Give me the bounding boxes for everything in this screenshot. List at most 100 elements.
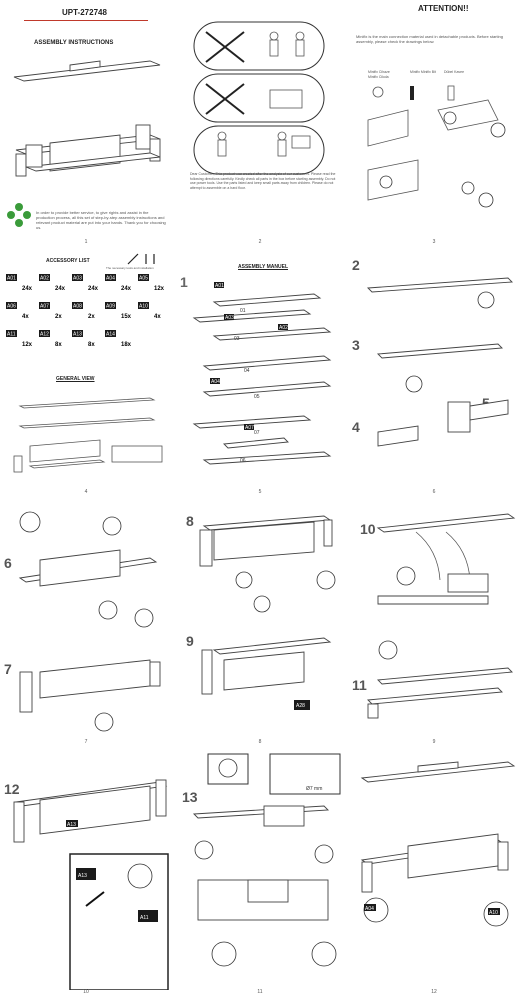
step-number: 5 xyxy=(482,395,490,411)
page-4: The necessary tools and installation ACC… xyxy=(0,250,172,498)
part-label-2: Minifix Minifix Bit xyxy=(410,70,436,74)
svg-text:01: 01 xyxy=(240,308,246,314)
step-13-drawing: Ø7 mm 13 xyxy=(182,753,341,967)
step-number: 1 xyxy=(180,274,188,290)
attention-title: ATTENTION!! xyxy=(418,4,469,13)
accessory-tag xyxy=(138,274,149,281)
accessory-id: A10 xyxy=(139,304,148,310)
accessory-list-title: ACCESSORY LIST xyxy=(46,258,90,264)
accessory-id: A09 xyxy=(106,304,115,310)
page-5: ASSEMBLY MANUEL 1 A01 A03 A02 A04 A07 01… xyxy=(174,250,346,498)
assembly-title: ASSEMBLY INSTRUCTIONS xyxy=(34,40,114,46)
accessory-id: A07 xyxy=(40,304,49,310)
page-number: 10 xyxy=(83,989,89,995)
accessory-id: A02 xyxy=(40,276,49,282)
page-6: 2 3 4 5 6 xyxy=(348,250,520,498)
svg-text:A03: A03 xyxy=(225,315,234,321)
steps-2-5-drawing: 2 3 4 5 xyxy=(352,257,514,447)
accessory-quantity: 24x xyxy=(88,286,99,292)
accessory-tag xyxy=(72,302,83,309)
svg-text:A28: A28 xyxy=(296,703,305,709)
general-view-drawing xyxy=(13,397,163,473)
warning-illustrations xyxy=(193,21,325,175)
step-1-exploded-view: A01 A03 A02 A04 A07 01 03 04 05 07 06 xyxy=(192,282,332,465)
step-number: 9 xyxy=(186,633,194,649)
svg-text:A02: A02 xyxy=(279,325,288,331)
page-number: 11 xyxy=(257,989,263,995)
page-7: 6 7 7 xyxy=(0,500,172,748)
step-number: 13 xyxy=(182,789,198,805)
minifix-diagram xyxy=(367,85,506,208)
step-number: 6 xyxy=(4,555,12,571)
step-number: 4 xyxy=(352,419,360,435)
svg-text:06: 06 xyxy=(240,458,246,464)
accessory-quantity: 4x xyxy=(22,314,29,320)
steps-8-9-drawing: 8 9 A28 xyxy=(186,513,336,710)
accessory-tag xyxy=(138,302,149,309)
accessory-id: A03 xyxy=(73,276,82,282)
step-number: 11 xyxy=(352,677,367,693)
svg-text:A13: A13 xyxy=(78,873,87,879)
product-code: UPT-272748 xyxy=(62,8,107,17)
svg-text:A04: A04 xyxy=(211,379,220,385)
accessory-id: A08 xyxy=(73,304,82,310)
page-11: Ø7 mm 13 11 xyxy=(174,750,346,998)
accessory-quantity: 12x xyxy=(154,286,165,292)
page-9: 10 11 9 xyxy=(348,500,520,748)
accessory-tag xyxy=(105,302,116,309)
accessory-id: A14 xyxy=(106,332,115,338)
product-drawing xyxy=(13,60,161,177)
accessory-tag xyxy=(39,330,50,337)
steps-10-11-drawing: 10 11 xyxy=(352,513,516,719)
step-12-drawing: 12 A13 A13 A11 xyxy=(4,779,169,990)
page-number: 12 xyxy=(431,989,437,995)
svg-text:A07: A07 xyxy=(245,425,254,431)
final-product-drawing: A04 A10 xyxy=(360,761,516,927)
accessory-quantity: 4x xyxy=(154,314,161,320)
steps-6-7-drawing: 6 7 xyxy=(4,511,161,732)
tool-icons xyxy=(127,253,155,265)
svg-text:A04: A04 xyxy=(365,906,374,912)
svg-text:A01: A01 xyxy=(215,283,224,289)
accessory-quantity: 18x xyxy=(121,342,132,348)
svg-text:A11: A11 xyxy=(140,915,149,921)
svg-text:A13: A13 xyxy=(67,822,76,828)
svg-text:03: 03 xyxy=(234,336,240,342)
accessory-quantity: 2x xyxy=(88,314,95,320)
general-view-title: GENERAL VIEW xyxy=(56,376,95,382)
page-number: 2 xyxy=(258,239,262,245)
accessory-tag xyxy=(6,330,17,337)
accessory-quantity: 24x xyxy=(121,286,132,292)
accessory-id: A06 xyxy=(7,304,16,310)
accessory-id: A13 xyxy=(73,332,82,338)
accessory-quantity: 2x xyxy=(55,314,62,320)
accessory-quantity: 24x xyxy=(55,286,66,292)
attention-intro: Minifix is the main connection material … xyxy=(356,34,503,44)
step-number: 10 xyxy=(360,521,376,537)
accessory-quantity: 24x xyxy=(22,286,33,292)
svg-text:A10: A10 xyxy=(489,910,498,916)
accessory-tag xyxy=(6,302,17,309)
page-3: ATTENTION!! Minifix is the main connecti… xyxy=(348,0,520,248)
page-number: 4 xyxy=(84,489,88,495)
step-number: 12 xyxy=(4,781,20,797)
accessory-quantity: 8x xyxy=(55,342,62,348)
step-number: 2 xyxy=(352,257,360,273)
page-8: 8 9 A28 8 xyxy=(174,500,346,748)
page-number: 1 xyxy=(84,239,88,245)
accessory-tag xyxy=(72,274,83,281)
page-number: 5 xyxy=(258,489,262,495)
accessory-tag xyxy=(39,274,50,281)
accessory-tag xyxy=(105,330,116,337)
accessory-id: A12 xyxy=(40,332,49,338)
svg-text:05: 05 xyxy=(254,394,260,400)
part-label-3: Dübel Kavee xyxy=(444,70,465,74)
accessory-quantity: 12x xyxy=(22,342,33,348)
step-number: 3 xyxy=(352,337,360,353)
accessory-id: A05 xyxy=(139,276,148,282)
page-number: 6 xyxy=(432,489,436,495)
accessory-tag xyxy=(6,274,17,281)
svg-text:07: 07 xyxy=(254,430,260,436)
accessory-tag xyxy=(39,302,50,309)
tools-caption: The necessary tools and installation xyxy=(106,266,154,270)
